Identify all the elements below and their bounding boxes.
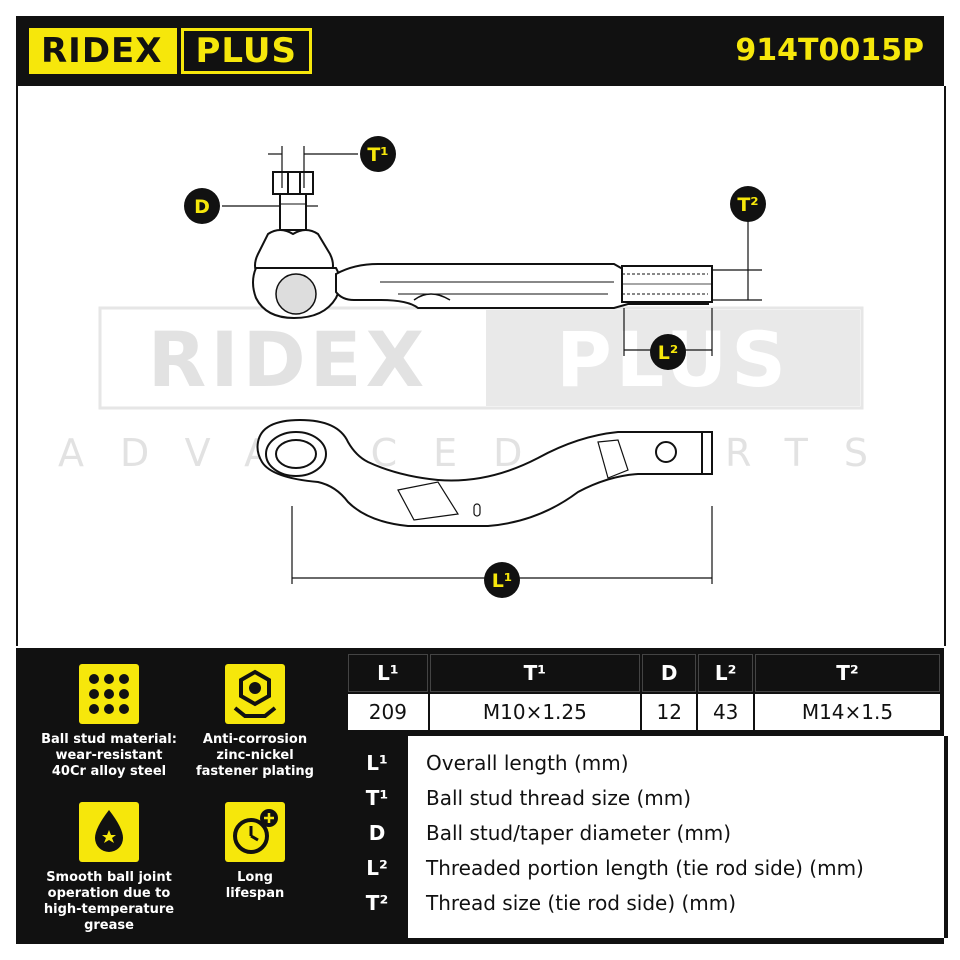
feature-grease-line3: high-temperature (43, 902, 175, 917)
spec-header-l1: L¹ (348, 654, 428, 692)
spec-header-t1: T¹ (429, 654, 640, 692)
nut-shield-icon (225, 664, 285, 724)
badge-t2: T² (737, 194, 758, 216)
legend-descriptions: Overall length (mm) Ball stud thread siz… (408, 736, 948, 938)
logo-plus: PLUS (180, 28, 312, 74)
feature-lifespan-line1: Long (237, 870, 273, 885)
badge-l2-circle (650, 334, 686, 370)
legend-key-d: D (368, 821, 386, 845)
feature-anticorrosion-line2: zinc-nickel (216, 748, 294, 763)
feature-material-line2: wear-resistant (55, 748, 163, 763)
watermark-ridex: RIDEX (148, 315, 428, 404)
legend-key-t2: T² (365, 891, 389, 915)
tie-rod-end-top-view (256, 418, 713, 527)
feature-list: Ball stud material: wear-resistant 40Cr … (16, 648, 346, 944)
technical-drawing: RIDEX PLUS ADVANCED PARTS (16, 86, 946, 646)
badge-t1-circle (360, 136, 396, 172)
spec-value-l2: 43 (698, 694, 753, 730)
feature-anticorrosion: Anti-corrosion zinc-nickel fastener plat… (180, 664, 330, 780)
feature-grease-line2: operation due to (47, 886, 171, 901)
feature-material: Ball stud material: wear-resistant 40Cr … (34, 664, 184, 780)
legend-text-d: Ball stud/taper diameter (mm) (426, 821, 732, 845)
badge-l1-circle (484, 562, 520, 598)
clock-plus-icon (225, 802, 285, 862)
badge-t1: T¹ (367, 144, 388, 166)
feature-lifespan: Long lifespan (180, 802, 330, 902)
logo-ridex: RIDEX (29, 28, 177, 74)
spec-header-d: D (642, 654, 697, 692)
badge-t2-circle (730, 186, 766, 222)
feature-lifespan-line2: lifespan (225, 886, 285, 901)
legend-key-l1: L¹ (366, 751, 388, 775)
badge-l1: L¹ (492, 570, 512, 592)
feature-material-line3: 40Cr alloy steel (51, 764, 167, 779)
badge-d-circle (184, 188, 220, 224)
feature-grease-line4: grease (84, 918, 134, 933)
drawing-svg: RIDEX PLUS ADVANCED PARTS (58, 136, 904, 598)
spec-value-t2: M14×1.5 (754, 694, 940, 730)
spec-table-header-row: L¹ T¹ D L² T² (348, 654, 940, 692)
legend-key-t1: T¹ (365, 786, 389, 810)
spec-value-d: 12 (642, 694, 697, 730)
feature-grease-line1: Smooth ball joint (46, 870, 172, 885)
legend-text-t2: Thread size (tie rod side) (mm) (426, 891, 737, 915)
feature-anticorrosion-line1: Anti-corrosion (202, 732, 308, 747)
tie-rod-end-side-view (252, 171, 713, 320)
grease-drop-icon (79, 802, 139, 862)
legend-text-l1: Overall length (mm) (426, 751, 629, 775)
spec-table: L¹ T¹ D L² T² 209 M10×1.25 12 43 M14×1.5 (346, 652, 942, 732)
legend-keys: L¹ T¹ D L² T² (346, 736, 408, 944)
legend-key-l2: L² (366, 856, 388, 880)
badge-d: D (194, 196, 210, 218)
watermark-tagline: ADVANCED PARTS (58, 431, 904, 475)
header-bar: RIDEX PLUS 914T0015P (16, 16, 944, 86)
badge-l2: L² (658, 342, 678, 364)
brand-logo: RIDEX PLUS (29, 28, 312, 74)
feature-anticorrosion-line3: fastener plating (196, 764, 314, 779)
legend-text-l2: Threaded portion length (tie rod side) (… (426, 856, 864, 880)
spec-panel: Ball stud material: wear-resistant 40Cr … (16, 648, 948, 944)
spec-table-value-row: 209 M10×1.25 12 43 M14×1.5 (348, 694, 940, 730)
legend-text-t1: Ball stud thread size (mm) (426, 786, 692, 810)
legend: L¹ T¹ D L² T² Overall length (mm) Ball s… (346, 736, 948, 944)
spec-header-t2: T² (754, 654, 940, 692)
spec-value-t1: M10×1.25 (429, 694, 640, 730)
spec-header-l2: L² (698, 654, 753, 692)
spec-value-l1: 209 (348, 694, 428, 730)
feature-material-line1: Ball stud material: (41, 732, 177, 747)
feature-grease: Smooth ball joint operation due to high-… (34, 802, 184, 934)
watermark: RIDEX PLUS ADVANCED PARTS (58, 306, 904, 475)
part-number: 914T0015P (735, 33, 924, 68)
grid-icon (79, 664, 139, 724)
